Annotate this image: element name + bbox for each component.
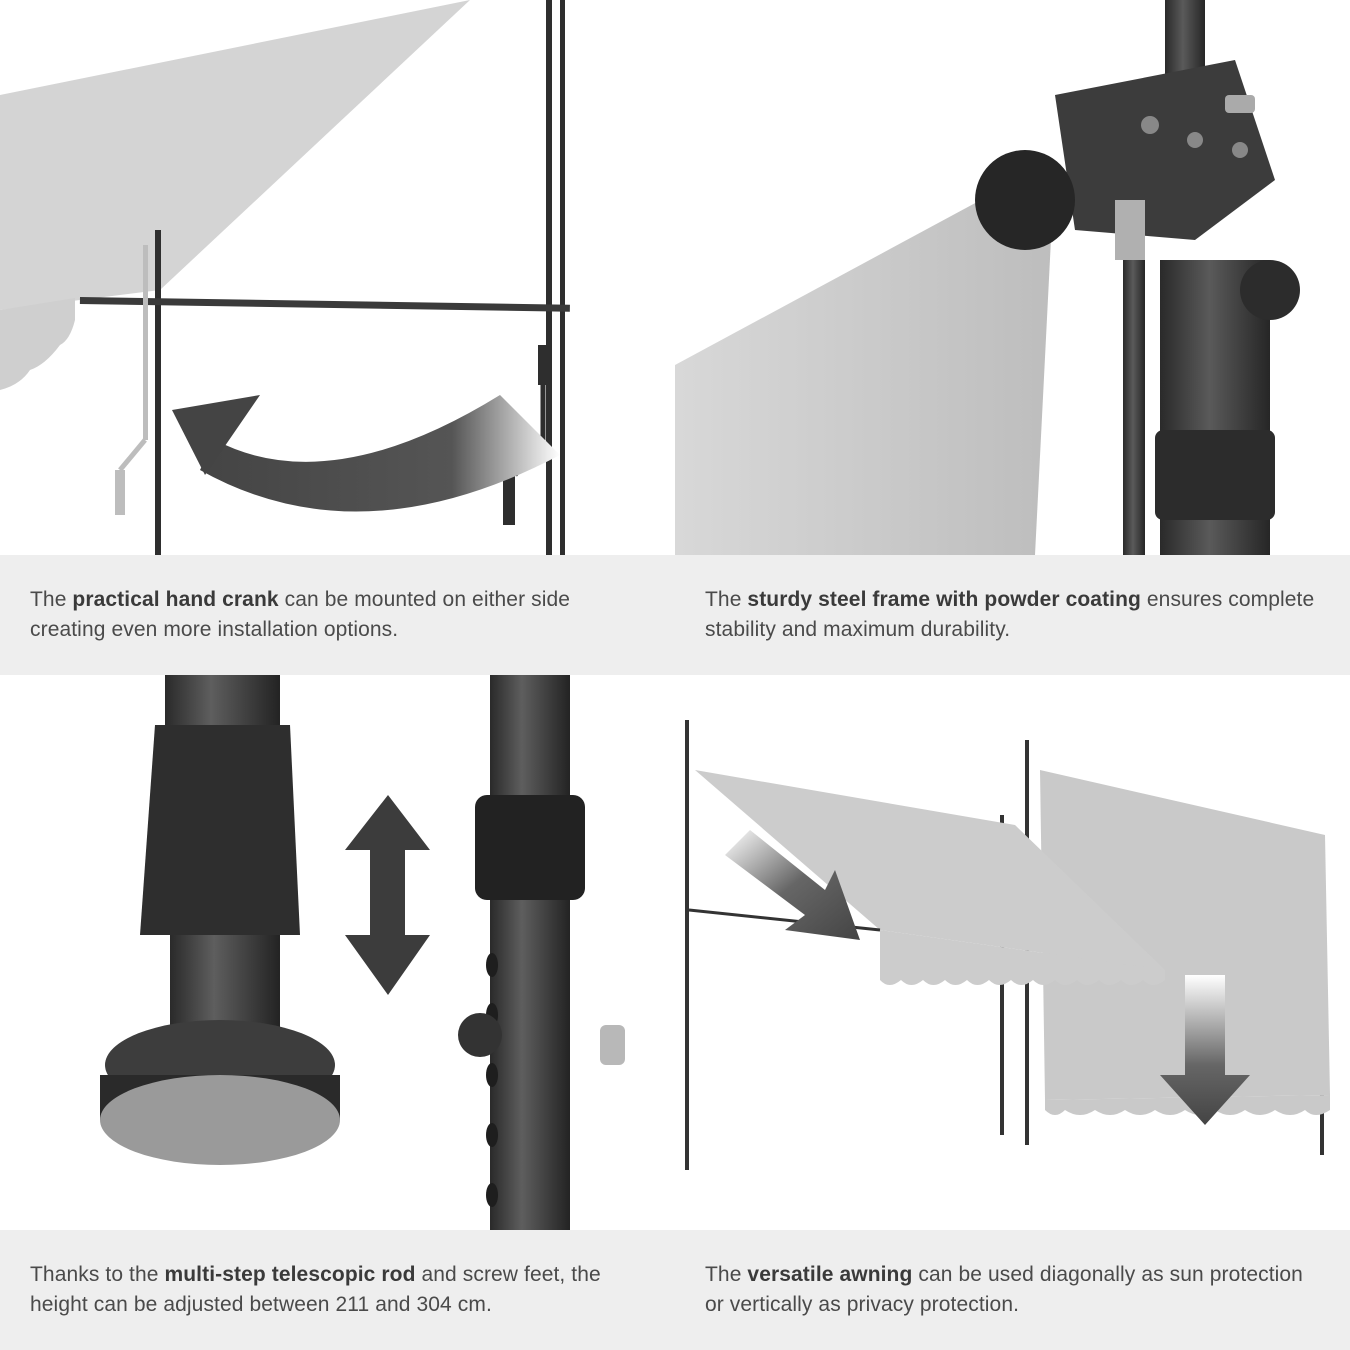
hand-crank-image <box>0 0 675 555</box>
telescopic-rod-caption: Thanks to the multi-step telescopic rod … <box>0 1230 675 1350</box>
versatile-awning-image <box>675 675 1350 1230</box>
steel-frame-caption: The sturdy steel frame with powder coati… <box>675 555 1350 675</box>
versatile-awning-caption: The versatile awning can be used diagona… <box>675 1230 1350 1350</box>
caption-highlight: practical hand crank <box>72 588 279 611</box>
caption-highlight: multi-step telescopic rod <box>164 1263 416 1286</box>
hand-crank-caption: The practical hand crank can be mounted … <box>0 555 675 675</box>
panel-hand-crank: The practical hand crank can be mounted … <box>0 0 675 675</box>
steel-frame-image <box>675 0 1350 555</box>
panel-versatile-awning: The versatile awning can be used diagona… <box>675 675 1350 1350</box>
caption-highlight: sturdy steel frame with powder coating <box>747 588 1141 611</box>
caption-highlight: versatile awning <box>747 1263 913 1286</box>
telescopic-rod-image <box>0 675 675 1230</box>
panel-steel-frame: The sturdy steel frame with powder coati… <box>675 0 1350 675</box>
panel-telescopic-rod: Thanks to the multi-step telescopic rod … <box>0 675 675 1350</box>
